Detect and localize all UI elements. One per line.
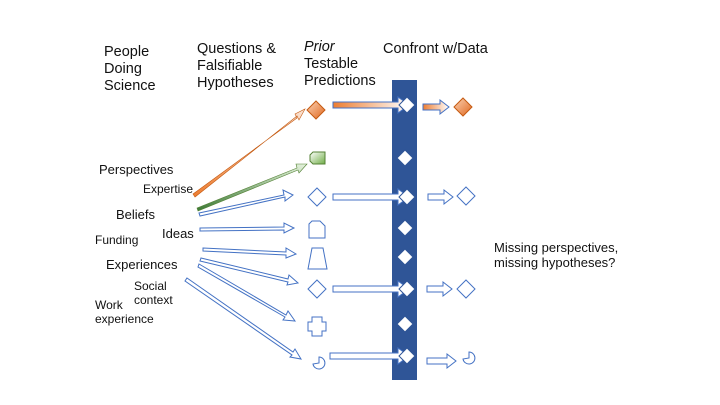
fan-arrow <box>198 189 294 217</box>
snipped-square-prediction <box>308 220 326 239</box>
outcome-arrow <box>426 280 453 298</box>
outcome-arrow <box>426 352 457 370</box>
bar-diamond <box>396 315 414 333</box>
partial-circle-outcome <box>462 351 476 365</box>
missing-perspectives-note: Missing perspectives, missing hypotheses… <box>494 240 619 271</box>
label-funding: Funding <box>95 233 139 247</box>
orange-test-arrow <box>332 96 410 114</box>
diamond-prediction <box>307 279 327 299</box>
fan-arrow <box>199 257 300 286</box>
header-people-doing-science: People Doing Science <box>104 44 156 95</box>
bar-diamond <box>398 188 416 206</box>
header-testable-predictions: Testable Predictions <box>304 56 376 90</box>
test-arrow <box>332 280 410 298</box>
diamond-prediction <box>307 187 327 207</box>
trapezoid-prediction <box>307 247 328 270</box>
orange-diamond-prediction <box>306 100 326 120</box>
diamond-outcome <box>456 186 476 206</box>
orange-outcome-arrow <box>422 98 450 116</box>
bar-diamond <box>396 149 414 167</box>
label-ideas: Ideas <box>162 226 194 241</box>
bar-diamond <box>398 347 416 365</box>
bar-diamond <box>398 96 416 114</box>
fan-arrow <box>202 247 298 259</box>
green-rounded-square-prediction <box>309 151 326 165</box>
bar-diamond <box>396 219 414 237</box>
orange-diamond-outcome <box>453 97 473 117</box>
label-perspectives: Perspectives <box>99 162 174 177</box>
label-beliefs: Beliefs <box>116 207 156 222</box>
header-prior: Prior <box>304 39 335 55</box>
fan-arrow <box>197 263 297 322</box>
test-arrow <box>332 188 410 206</box>
bar-diamond <box>396 248 414 266</box>
label-experiences: Experiences <box>106 257 178 272</box>
header-confront-with-data: Confront w/Data <box>383 41 488 57</box>
plaque-prediction <box>307 316 327 337</box>
bar-diamond <box>398 280 416 298</box>
header-questions-hypotheses: Questions & Falsifiable Hypotheses <box>197 41 276 92</box>
label-social-context: Social context <box>134 279 173 308</box>
label-work-experience: Work experience <box>95 298 154 327</box>
partial-circle-prediction <box>312 356 326 370</box>
diamond-outcome <box>456 279 476 299</box>
orange-fan-arrow <box>192 108 306 198</box>
fan-arrow <box>184 277 302 360</box>
fan-arrow <box>199 222 296 234</box>
outcome-arrow <box>427 188 454 206</box>
green-fan-arrow <box>196 163 308 212</box>
label-expertise: Expertise <box>143 182 194 196</box>
